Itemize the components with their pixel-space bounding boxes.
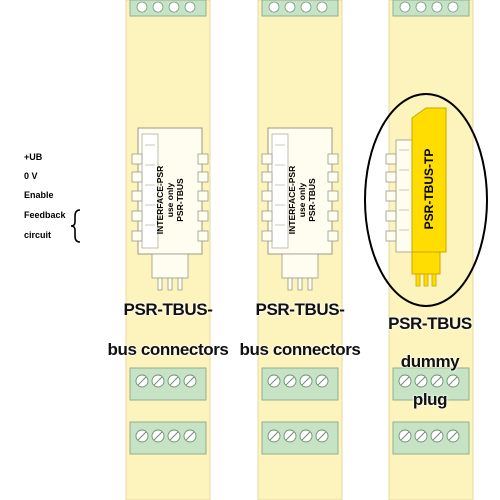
label-ub: +UB <box>24 152 43 162</box>
connector-2-line-1: INTERFACE-PSR <box>287 165 297 235</box>
connector-1-line-2: use only <box>165 182 175 218</box>
caption-2-line-1: PSR-TBUS- <box>255 300 345 319</box>
caption-2-line-2: bus connectors <box>239 340 361 359</box>
dummy-plug-text: PSR-TBUS-TP <box>422 148 436 230</box>
bus-connector-2 <box>261 127 339 291</box>
connector-1-text: INTERFACE-PSR use only PSR-TBUS <box>155 150 185 250</box>
feedback-brace <box>70 209 81 243</box>
bus-wires <box>55 156 395 239</box>
bottom-terminals <box>129 367 470 455</box>
caption-1-line-2: bus connectors <box>107 340 229 359</box>
caption-3-line-1: PSR-TBUS <box>388 314 472 333</box>
connector-1-line-1: INTERFACE-PSR <box>155 165 165 235</box>
label-0v: 0 V <box>24 171 38 181</box>
label-feedback: Feedback <box>24 210 66 220</box>
connector-1-line-3: PSR-TBUS <box>175 178 185 222</box>
label-enable: Enable <box>24 190 54 200</box>
top-terminals <box>129 0 470 17</box>
connector-2-line-3: PSR-TBUS <box>307 178 317 222</box>
caption-3-line-3: plug <box>412 390 448 409</box>
highlight-circle <box>364 93 488 307</box>
caption-3-line-2: dummy <box>400 352 460 371</box>
dummy-plug <box>385 107 447 287</box>
bus-connector-1 <box>131 127 209 291</box>
label-circuit: circuit <box>24 230 52 240</box>
caption-1-line-1: PSR-TBUS- <box>123 300 213 319</box>
connector-2-text: INTERFACE-PSR use only PSR-TBUS <box>287 150 317 250</box>
connector-2-line-2: use only <box>297 182 307 218</box>
